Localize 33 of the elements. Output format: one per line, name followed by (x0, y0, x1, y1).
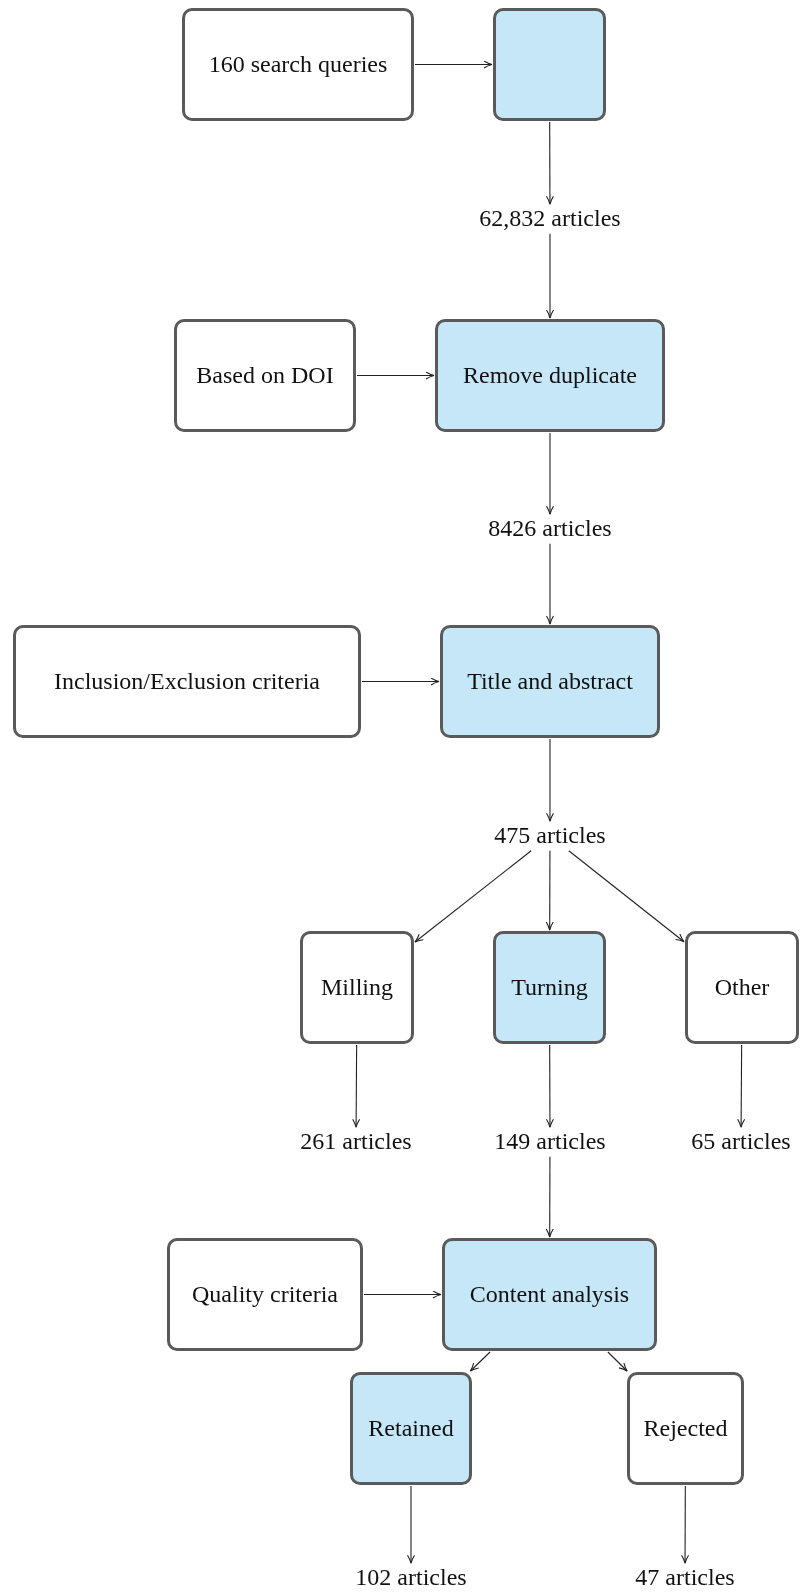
box-label: Turning (510, 974, 589, 1001)
box-label: Based on DOI (195, 362, 335, 389)
process-box (167, 1238, 363, 1351)
box-label: Retained (367, 1415, 455, 1442)
box-label: Other (713, 974, 771, 1001)
article-count: 65 articles (691, 1128, 791, 1156)
article-count: 62,832 articles (479, 205, 621, 233)
box-label: 160 search queries (207, 51, 389, 78)
box-label: Rejected (642, 1415, 729, 1442)
process-box (182, 8, 414, 121)
article-count: 475 articles (494, 822, 606, 850)
article-count: 47 articles (635, 1564, 735, 1592)
article-count: 261 articles (300, 1128, 412, 1156)
box-label: Title and abstract (466, 668, 634, 695)
box-label: Quality criteria (191, 1281, 339, 1308)
box-label: Milling (320, 974, 394, 1001)
process-box (350, 1372, 472, 1485)
process-box (13, 625, 361, 738)
process-box (627, 1372, 744, 1485)
box-label: Inclusion/Exclusion criteria (53, 668, 321, 695)
article-count: 102 articles (355, 1564, 467, 1592)
process-box (440, 625, 660, 738)
process-box (685, 931, 799, 1044)
process-box (493, 931, 606, 1044)
process-box (442, 1238, 657, 1351)
process-box (174, 319, 356, 432)
process-box (493, 8, 606, 121)
process-box (300, 931, 414, 1044)
process-box (435, 319, 665, 432)
article-count: 8426 articles (488, 515, 612, 543)
box-label: Content analysis (468, 1281, 631, 1308)
article-count: 149 articles (494, 1128, 606, 1156)
box-label: Remove duplicate (462, 362, 638, 389)
